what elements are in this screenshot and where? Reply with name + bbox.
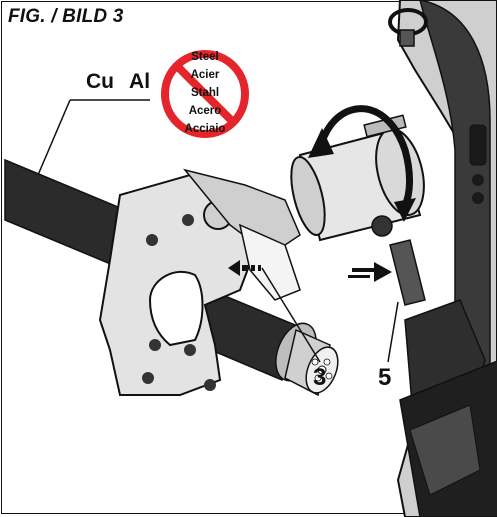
prohibited-material-1: Steel [191, 51, 219, 63]
prohibited-material-3: Stahl [190, 87, 220, 99]
materials-label: Cu Al [86, 70, 151, 93]
tool-body [388, 0, 497, 517]
prohibited-material-2: Acier [190, 69, 220, 81]
leader-line-5 [387, 301, 399, 363]
callout-5: 5 [378, 364, 392, 391]
rotation-arrow-head-right [394, 198, 416, 222]
prohibited-material-4: Acero [188, 105, 222, 117]
figure-title: FIG. / BILD 3 [8, 6, 124, 27]
direction-arrow [228, 260, 261, 276]
tool-head [290, 114, 426, 306]
rotation-arrow [316, 105, 413, 207]
press-arrow [348, 262, 392, 282]
leader-line-cable [37, 99, 71, 176]
prohibited-material-5: Acciaio [184, 123, 226, 135]
prohibition-sign: Steel Acier Stahl Acero Acciaio [160, 42, 250, 146]
no-entry-icon [161, 50, 249, 138]
rotation-arrow-head-left [308, 128, 334, 158]
crimp-jaw [98, 168, 301, 396]
leader-line-3 [261, 267, 321, 363]
callout-3: 3 [313, 364, 327, 391]
